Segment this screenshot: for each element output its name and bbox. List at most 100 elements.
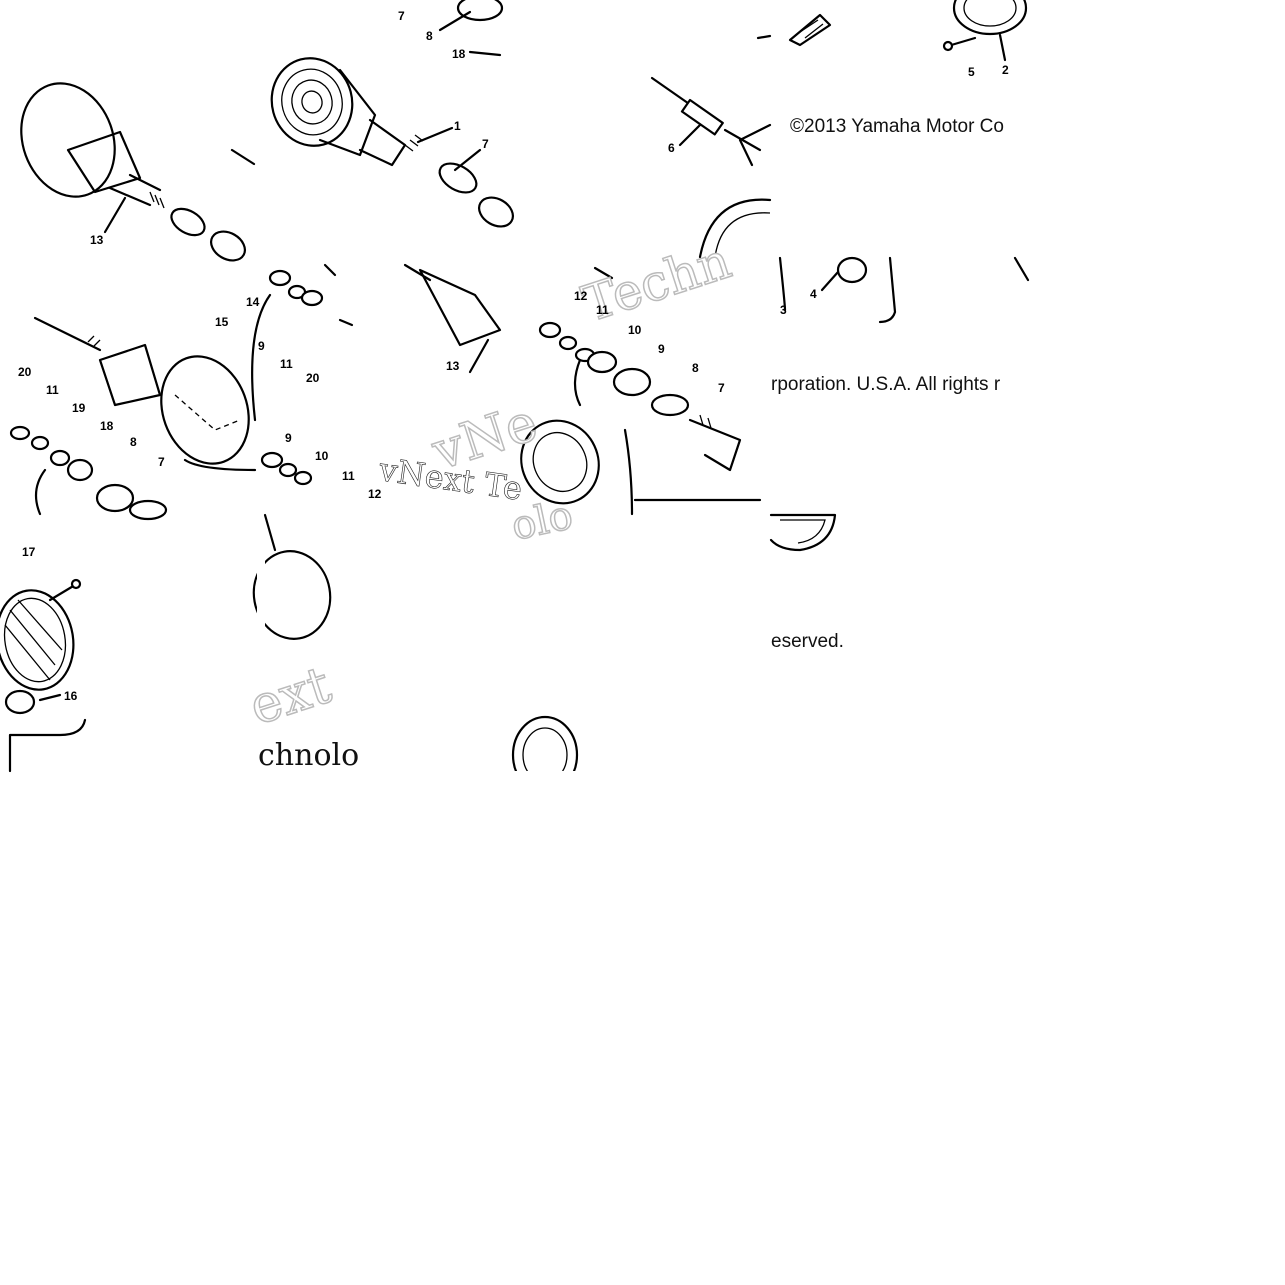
lens-l	[769, 513, 837, 552]
lamp-e	[160, 355, 250, 465]
screw-17i	[48, 583, 77, 602]
callout-label: 7	[718, 381, 725, 395]
lens-cap-j	[252, 550, 332, 640]
body-c	[738, 123, 772, 167]
lens-ring-2	[291, 79, 333, 125]
leader-2d	[998, 33, 1007, 62]
leader-1b	[416, 126, 454, 144]
pin-a	[230, 148, 256, 166]
lamp-stem	[66, 130, 142, 194]
lamp-stem-neck	[108, 173, 162, 207]
tile-e	[9, 316, 257, 521]
copyright-text-part2: rporation. U.S.A. All rights r	[771, 374, 1001, 395]
callout-label: 11	[46, 383, 59, 397]
pin-g	[593, 266, 614, 280]
lens-i-hatch	[4, 599, 63, 681]
lamp-housing-large	[20, 82, 116, 198]
callout-label: 20	[306, 371, 320, 385]
callouts: 7 8 18 1 7 13 6 5 2 3 4 20 11 19 18 8 7 …	[18, 9, 1009, 703]
bulb-4h	[836, 256, 868, 284]
nut-20e	[9, 425, 31, 441]
washer-19e	[49, 449, 71, 467]
leader-6c	[678, 123, 702, 147]
screw-d-head	[942, 40, 954, 52]
callout-label: 13	[446, 359, 460, 373]
callout-label: 12	[574, 289, 588, 303]
wedge-part-hatch	[799, 19, 824, 39]
callout-label: 9	[658, 342, 665, 356]
tile-d	[788, 0, 1028, 62]
wire-e	[33, 316, 102, 352]
rim-h	[1013, 256, 1030, 282]
tile-h	[778, 256, 1030, 324]
leader-e	[183, 458, 257, 472]
lens-i	[0, 589, 75, 691]
wire-c2	[723, 128, 762, 152]
washer-11g	[558, 335, 578, 351]
housing-g-inner	[532, 432, 588, 492]
callout-label: 1	[454, 119, 461, 133]
copyright-text-part3: eserved.	[771, 631, 844, 652]
tile-b	[270, 0, 514, 228]
callout-label: 5	[968, 65, 975, 79]
callout-label: 8	[692, 361, 699, 375]
callout-label: 12	[368, 487, 382, 501]
tile-c	[650, 34, 772, 259]
rim-c	[698, 198, 772, 259]
leader-16i	[38, 693, 62, 702]
thread-e	[87, 335, 101, 347]
tile-k	[511, 715, 584, 801]
bulb-16i	[4, 689, 36, 715]
callout-label: 8	[426, 29, 433, 43]
body-f	[418, 268, 502, 347]
stem-f	[403, 263, 432, 282]
leader-18b	[468, 50, 502, 57]
tile-j-clip	[257, 545, 265, 645]
callout-label: 11	[342, 469, 355, 483]
ring-18e	[66, 458, 94, 482]
callout-label: 8	[130, 435, 137, 449]
callout-label: 10	[628, 323, 642, 337]
plate-7e	[128, 499, 168, 521]
tile-a	[20, 82, 256, 262]
tile-i	[0, 578, 87, 773]
arrow-j	[263, 513, 277, 552]
copyright-text-part1: ©2013 Yamaha Motor Co	[790, 116, 1004, 137]
callout-label: 9	[285, 431, 292, 445]
grommet-a	[210, 230, 246, 262]
lamp-body-b	[318, 68, 377, 157]
bolt-head-b	[456, 0, 504, 22]
housing-g	[520, 419, 600, 505]
bulb-c	[680, 98, 724, 136]
nut-20f	[300, 289, 324, 307]
tile-g	[520, 266, 762, 516]
callout-label: 4	[810, 287, 817, 301]
callout-label: 2	[1002, 63, 1009, 77]
thread-a	[149, 191, 165, 209]
stem-b	[358, 118, 407, 167]
washer-b	[438, 162, 478, 194]
callout-label: 13	[90, 233, 104, 247]
lens-l-inner	[780, 519, 826, 544]
callout-label: 16	[64, 689, 78, 703]
wire-15f	[251, 293, 272, 422]
bracket-g	[623, 428, 762, 516]
lens-ring-3	[301, 90, 323, 114]
callout-label: 18	[452, 47, 466, 61]
grommet-b	[478, 196, 514, 228]
grommet-8g	[612, 367, 652, 397]
washer-11e	[30, 435, 50, 451]
wire-g	[573, 358, 582, 407]
watermark-text-4: ext	[242, 655, 338, 737]
bracket-i	[8, 718, 87, 773]
callout-label: 18	[100, 419, 114, 433]
watermark-text-1: Techn	[576, 231, 738, 333]
lens-i-inner	[3, 597, 67, 683]
rim-c-inner	[714, 212, 771, 258]
tile-f	[251, 263, 502, 486]
callout-label: 14	[246, 295, 260, 309]
grommet-8e	[95, 483, 135, 513]
washer-9f2	[260, 451, 284, 469]
watermark-text-5: chnolo	[258, 738, 359, 773]
